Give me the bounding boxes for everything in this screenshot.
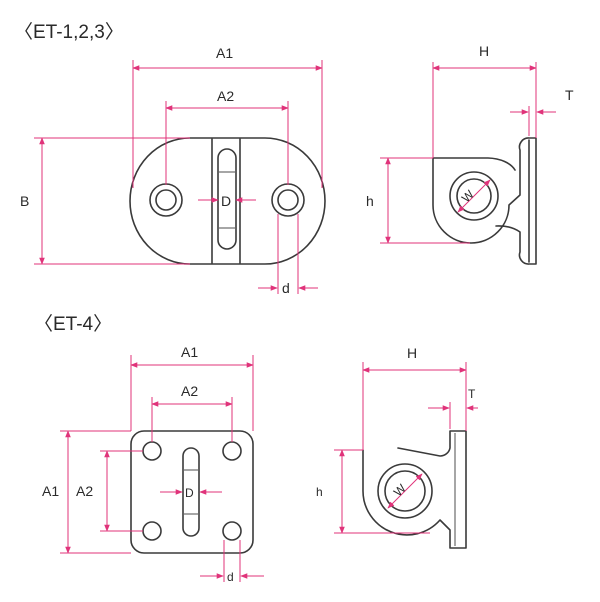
et4-dim-t: T [468, 387, 476, 401]
et4-center-slot [182, 447, 200, 537]
et4-side-dimensions: H h T [316, 345, 478, 534]
et4-hole-bl [142, 521, 162, 541]
et123-dim-b: B [20, 193, 29, 209]
et123-front-dimensions: A1 A2 B D d [20, 45, 323, 296]
et4-side-view: W [362, 430, 467, 549]
et4-side-outline [362, 430, 467, 549]
et123-hole-left [149, 183, 183, 217]
et4-dim-a2-side: A2 [76, 483, 93, 499]
et123-plate-outline [129, 137, 326, 265]
et4-dim-a2: A2 [181, 383, 198, 399]
et123-dim-d-upper: D [221, 193, 231, 209]
title-et-123: 〈ET-1,2,3〉 [14, 21, 124, 43]
et4-dim-h-upper: H [407, 345, 417, 361]
et123-side-ring [449, 171, 499, 221]
et123-front-view [129, 137, 326, 265]
et4-hole-tr [222, 441, 242, 461]
title-et-4: 〈ET-4〉 [34, 313, 112, 335]
et123-dim-h-lower: h [366, 193, 374, 209]
et123-dim-w: W [459, 187, 477, 205]
et4-side-ring [377, 463, 433, 519]
et123-side-view: W [432, 137, 537, 265]
et4-dim-a1: A1 [181, 344, 198, 360]
et123-side-outline [432, 137, 537, 265]
et123-dim-a2: A2 [217, 88, 234, 104]
et123-side-dimensions: H h T [366, 43, 574, 244]
et123-dim-a1: A1 [216, 45, 233, 61]
et4-front-dimensions: A1 A2 A1 A2 D d [42, 344, 264, 584]
et4-hole-tl [142, 441, 162, 461]
et123-dim-h-upper: H [479, 43, 489, 59]
et4-dim-h-lower: h [316, 485, 323, 499]
et123-hole-right [271, 183, 305, 217]
et123-center-slot [217, 148, 237, 250]
et4-dim-d-lower: d [227, 570, 234, 584]
et4-dim-w: W [391, 481, 409, 499]
et4-hole-br [222, 521, 242, 541]
et123-dim-d-lower: d [282, 280, 290, 296]
et4-plate-outline [130, 430, 254, 554]
et123-dim-t: T [565, 87, 574, 103]
et4-dim-a1-side: A1 [42, 483, 59, 499]
et4-dim-d-upper: D [185, 486, 194, 500]
